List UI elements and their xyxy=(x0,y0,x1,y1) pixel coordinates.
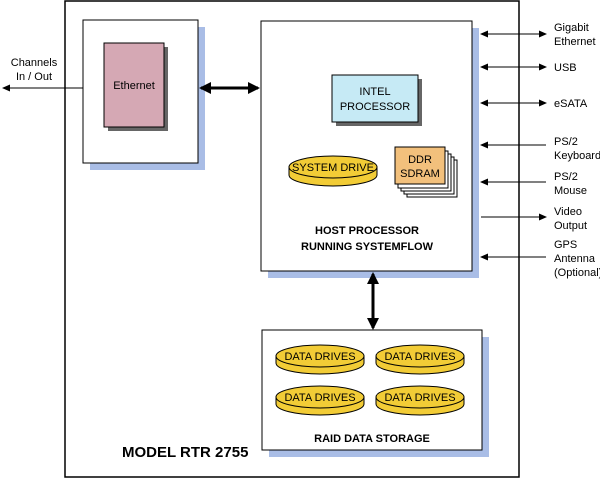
video-label-line1: Video xyxy=(554,206,582,218)
ethernet-card: Ethernet xyxy=(82,19,205,170)
gps-label-line1: GPS xyxy=(554,239,577,251)
cpu-chip xyxy=(331,74,419,123)
host-box xyxy=(260,20,473,272)
ddr-chip xyxy=(394,146,446,185)
data-drive: DATA DRIVES xyxy=(375,385,465,416)
ddr-label-line1: DDR xyxy=(408,154,432,166)
raid-storage-block: DATA DRIVES DATA DRIVES DATA DRIVES DATA… xyxy=(261,329,489,457)
ddr-sdram: DDR SDRAM xyxy=(394,146,458,198)
channels-label-line2: In / Out xyxy=(16,71,52,83)
keyboard-label-line1: PS/2 xyxy=(554,136,578,148)
gps-label-line2: Antenna xyxy=(554,253,596,265)
mouse-label-line2: Mouse xyxy=(554,185,587,197)
usb-label: USB xyxy=(554,62,577,74)
model-title: MODEL RTR 2755 xyxy=(122,444,248,461)
channels-label-line1: Channels xyxy=(11,57,58,69)
esata-label: eSATA xyxy=(554,98,588,110)
system-drive: SYSTEM DRIVE xyxy=(288,155,378,187)
cpu-label-line1: INTEL xyxy=(359,86,390,98)
ethernet-label: Ethernet xyxy=(113,80,155,92)
interface-labels: Gigabit Ethernet USB eSATA PS/2 Keyboard… xyxy=(554,22,600,279)
ddr-label-line2: SDRAM xyxy=(400,168,440,180)
cpu-label-line2: PROCESSOR xyxy=(340,101,410,113)
gigabit-label-line2: Ethernet xyxy=(554,36,596,48)
host-caption-line1: HOST PROCESSOR xyxy=(315,225,419,237)
keyboard-label-line2: Keyboard xyxy=(554,150,600,162)
ethernet-chip xyxy=(103,42,165,128)
interface-lines xyxy=(480,30,547,261)
data-drive-label: DATA DRIVES xyxy=(284,392,355,404)
gps-label-line3: (Optional) xyxy=(554,267,600,279)
system-drive-label: SYSTEM DRIVE xyxy=(292,162,374,174)
gigabit-label-line1: Gigabit xyxy=(554,22,589,34)
data-drive: DATA DRIVES xyxy=(375,344,465,375)
raid-caption: RAID DATA STORAGE xyxy=(314,433,430,445)
data-drive-label: DATA DRIVES xyxy=(284,351,355,363)
data-drive: DATA DRIVES xyxy=(275,385,365,416)
host-processor-block: INTEL PROCESSOR SYSTEM DRIVE DDR SDRAM H… xyxy=(260,20,479,278)
data-drive: DATA DRIVES xyxy=(275,344,365,375)
host-caption-line2: RUNNING SYSTEMFLOW xyxy=(301,241,434,253)
data-drive-label: DATA DRIVES xyxy=(384,351,455,363)
mouse-label-line1: PS/2 xyxy=(554,171,578,183)
video-label-line2: Output xyxy=(554,220,587,232)
data-drive-label: DATA DRIVES xyxy=(384,392,455,404)
